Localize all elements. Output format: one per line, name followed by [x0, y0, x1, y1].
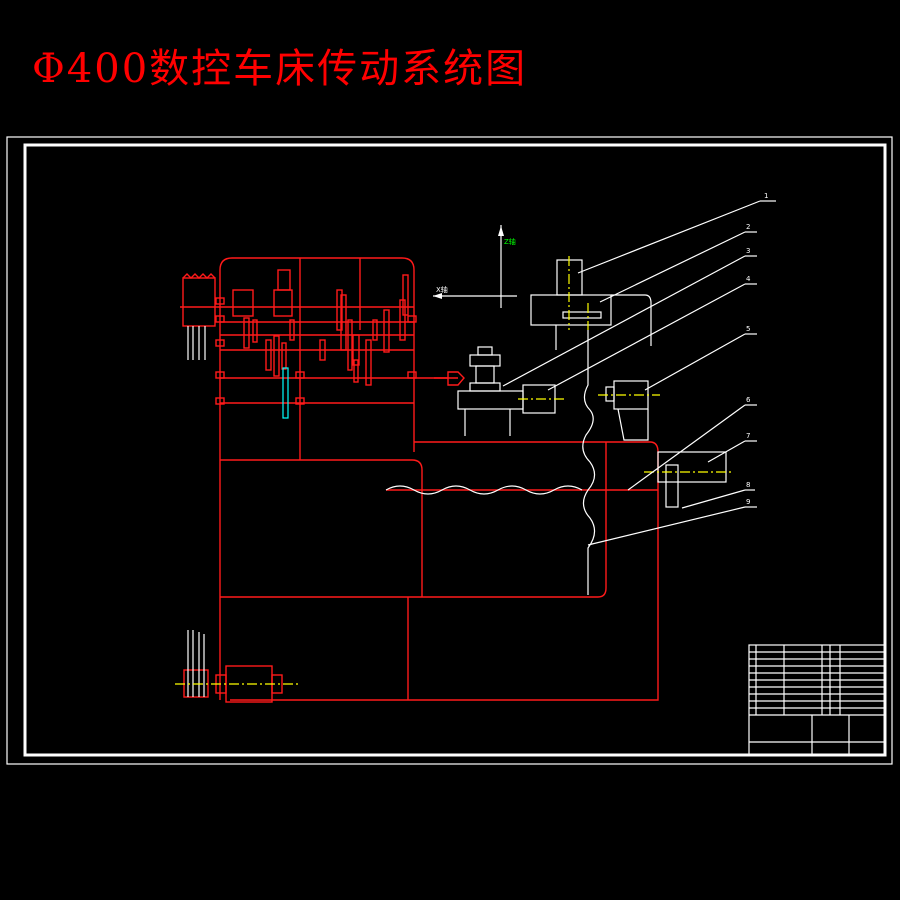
motor-belt	[187, 326, 206, 360]
svg-text:9: 9	[746, 498, 750, 506]
x-axis-label: X轴	[436, 285, 448, 294]
main-motor	[175, 630, 298, 703]
headstock-housing	[180, 257, 659, 701]
svg-text:3: 3	[746, 247, 750, 255]
highlight-gear	[282, 367, 289, 419]
drawing-title: Φ400数控车床传动系统图	[32, 46, 528, 92]
inner-frame	[23, 143, 887, 757]
svg-text:1: 1	[764, 192, 768, 200]
tailstock	[434, 346, 564, 436]
svg-text:7: 7	[746, 432, 750, 440]
outer-frame	[6, 136, 893, 765]
title-block	[748, 644, 886, 756]
feed-motor	[598, 380, 732, 508]
z-axis-label: Z轴	[504, 237, 516, 246]
leader-lines: 1 2 3 4 5 6 7 8 9	[502, 192, 776, 546]
svg-text:6: 6	[746, 396, 751, 404]
svg-text:5: 5	[746, 325, 750, 333]
svg-text:8: 8	[746, 481, 750, 489]
tool-post	[530, 256, 652, 350]
svg-text:4: 4	[746, 275, 751, 283]
ball-screw-vertical	[385, 330, 596, 595]
svg-text:2: 2	[746, 223, 750, 231]
coordinate-axes: Z轴 X轴	[433, 225, 517, 308]
